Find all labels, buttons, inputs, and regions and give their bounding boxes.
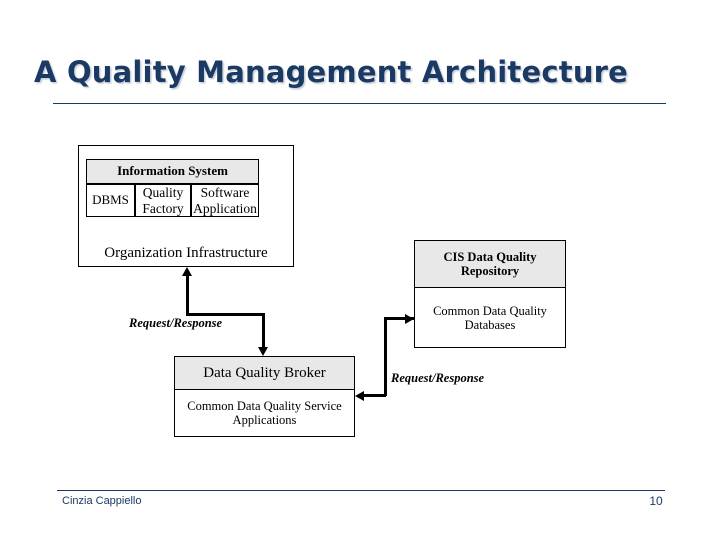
title-divider bbox=[53, 103, 666, 104]
footer-page-number: 10 bbox=[649, 494, 663, 508]
organization-infrastructure-label: Organization Infrastructure bbox=[104, 244, 268, 261]
information-system-cell-quality-factory: Quality Factory bbox=[135, 184, 191, 217]
connector-label-left: Request/Response bbox=[129, 316, 223, 330]
repository-body: Common Data Quality Databases bbox=[414, 288, 566, 348]
connector-right-segment-top bbox=[385, 317, 414, 320]
information-system-header: Information System bbox=[86, 159, 259, 184]
page-title: A Quality Management Architecture bbox=[34, 55, 629, 89]
footer-author: Cinzia Cappiello bbox=[62, 495, 142, 507]
arrowhead-down-icon bbox=[257, 347, 268, 356]
footer-divider bbox=[57, 490, 665, 491]
information-system-cell-dbms: DBMS bbox=[86, 184, 135, 217]
arrowhead-right-icon bbox=[405, 313, 414, 324]
connector-left-segment-horizontal bbox=[186, 313, 265, 316]
connector-label-right: Request/Response bbox=[391, 371, 485, 385]
arrowhead-up-icon bbox=[181, 267, 192, 276]
connector-right-segment-vertical bbox=[384, 317, 387, 396]
broker-header: Data Quality Broker bbox=[174, 356, 355, 390]
connector-left-segment-up bbox=[186, 276, 189, 315]
arrowhead-left-icon bbox=[355, 390, 364, 401]
connector-right-segment-bottom bbox=[364, 394, 386, 397]
connector-left-segment-down bbox=[262, 313, 265, 347]
repository-header: CIS Data Quality Repository bbox=[414, 240, 566, 288]
broker-body: Common Data Quality Service Applications bbox=[174, 390, 355, 437]
information-system-cell-software-application: Software Application bbox=[191, 184, 259, 217]
